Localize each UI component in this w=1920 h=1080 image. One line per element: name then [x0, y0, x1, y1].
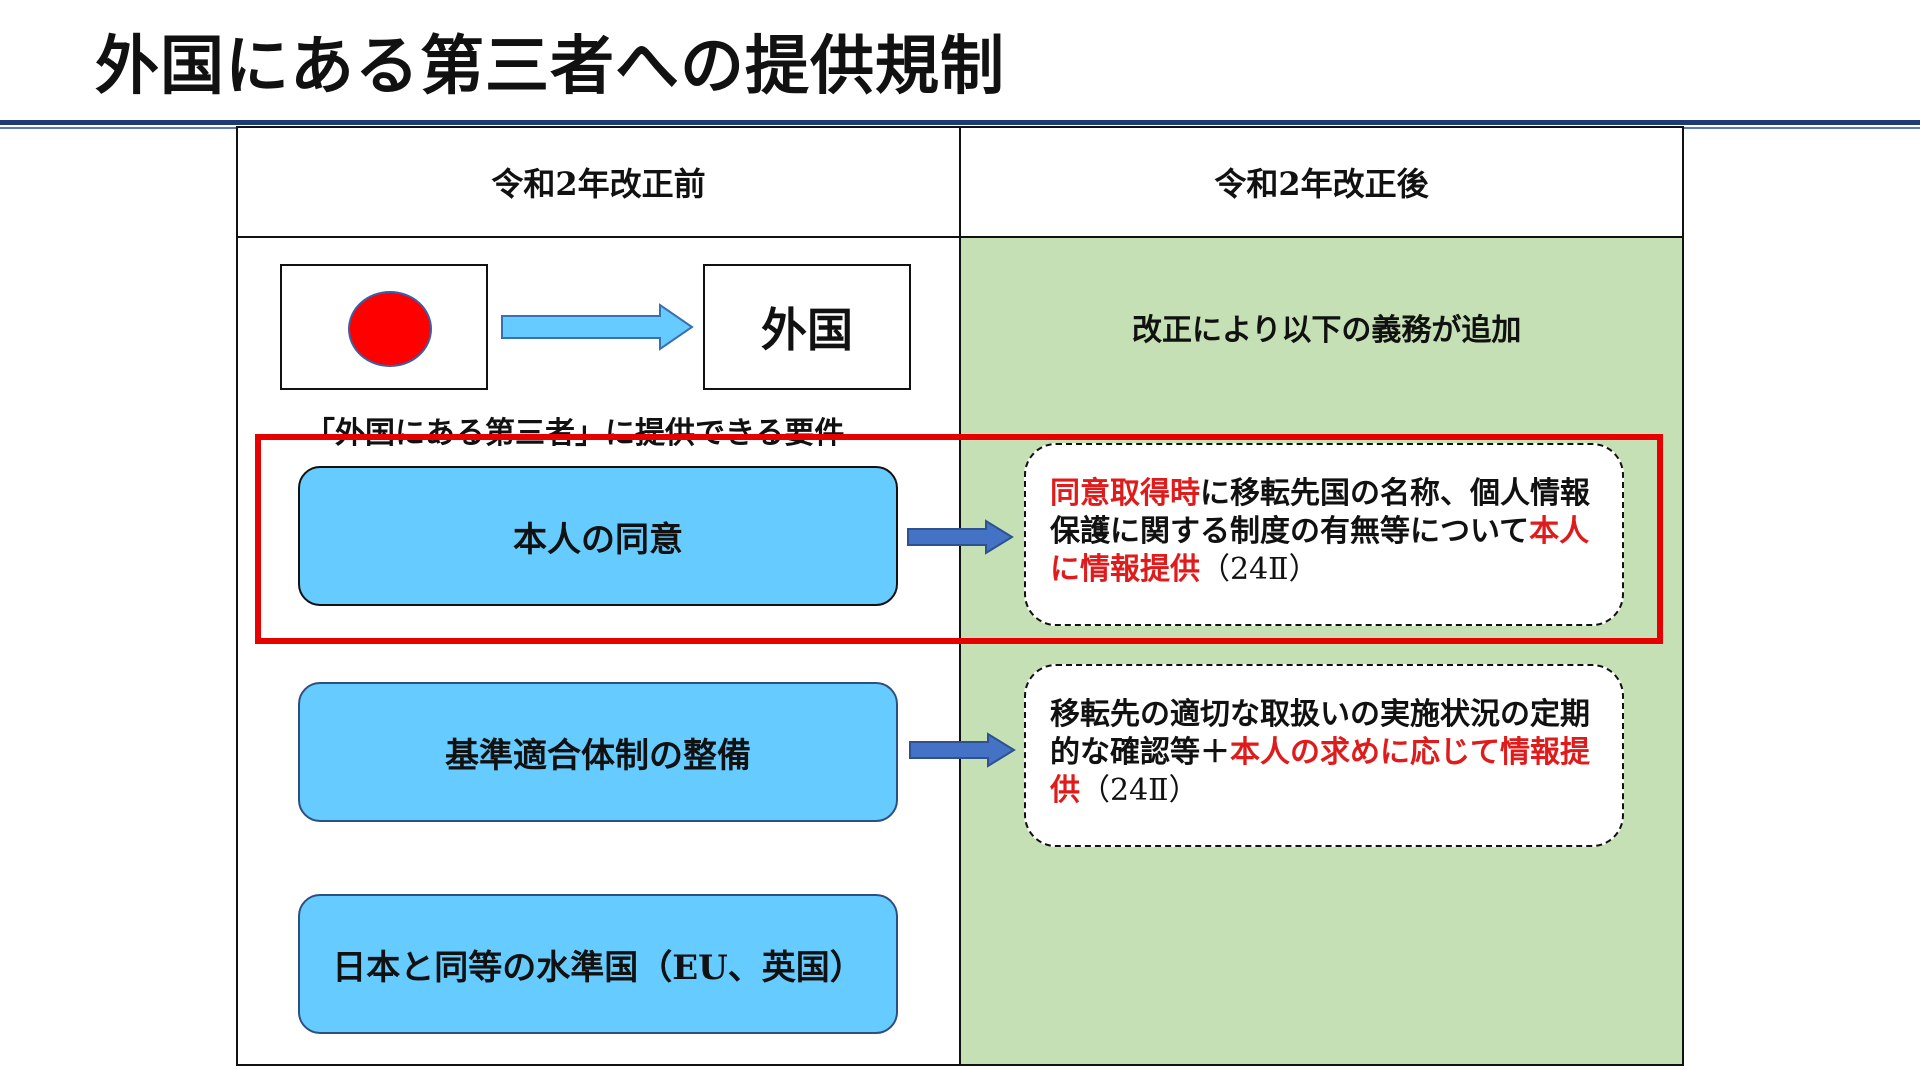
- detail-text: 移転先の適切な取扱いの実施状況の定期的な確認等＋: [1050, 697, 1590, 770]
- detail-standard-system-info: 移転先の適切な取扱いの実施状況の定期的な確認等＋本人の求めに応じて情報提供（24…: [1024, 664, 1624, 847]
- detail-text: に移転先国の名称、個人情報保護に関する制度の有無等について: [1050, 476, 1590, 549]
- highlight-frame: [255, 434, 1663, 644]
- requirement-equivalent-country: 日本と同等の水準国（EU、英国）: [298, 894, 898, 1034]
- added-obligations-note: 改正により以下の義務が追加: [1132, 313, 1522, 348]
- page-title: 外国にある第三者への提供規制: [95, 30, 1005, 104]
- column-header-before: 令和2年改正前: [236, 126, 961, 238]
- title-underline: [0, 120, 1920, 125]
- column-header-after: 令和2年改正後: [959, 126, 1684, 238]
- detail-consent-info: 同意取得時に移転先国の名称、個人情報保護に関する制度の有無等について本人に情報提…: [1024, 443, 1624, 626]
- article-citation: （24Ⅱ）: [1080, 773, 1199, 808]
- requirements-caption: 「外国にある第三者」に提供できる要件: [305, 416, 845, 451]
- requirement-consent: 本人の同意: [298, 466, 898, 606]
- detail-highlight-text: 同意取得時: [1050, 476, 1200, 511]
- japan-flag: [280, 264, 488, 390]
- detail-highlight-text: 本人に情報提供: [1050, 514, 1590, 587]
- requirement-standard-system: 基準適合体制の整備: [298, 682, 898, 822]
- detail-highlight-text: 本人の求めに応じて情報提供: [1050, 735, 1590, 808]
- column-after-body: [959, 236, 1684, 1066]
- flag-circle-icon: [348, 291, 432, 367]
- arrow-right-icon: [907, 519, 1014, 555]
- arrow-right-icon: [909, 732, 1016, 768]
- transfer-arrow-icon: [501, 303, 694, 351]
- article-citation: （24Ⅱ）: [1200, 552, 1319, 587]
- foreign-country-box: 外国: [703, 264, 911, 390]
